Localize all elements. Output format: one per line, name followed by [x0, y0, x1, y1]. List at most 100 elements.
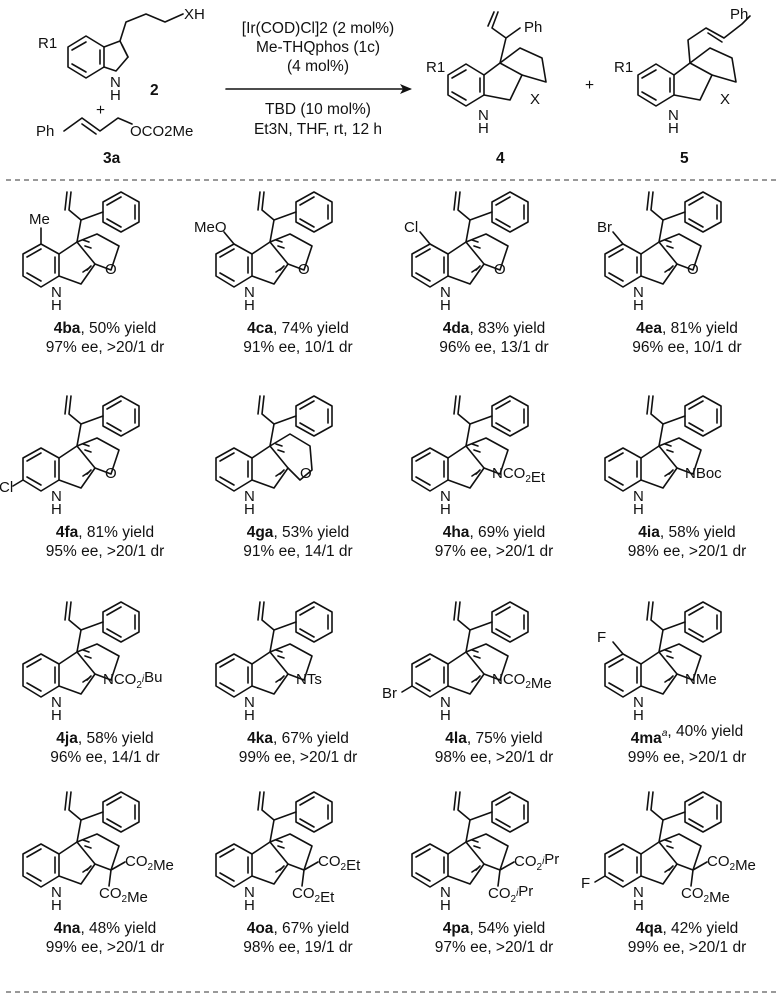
ring-nitrogen-label: NMe [685, 671, 717, 688]
aryl-substituent-label: Cl [404, 219, 418, 236]
product-entry: NH NBoc 4ia, 58% yield 98% ee, >20/1 dr [604, 395, 747, 560]
xh-label: XH [184, 6, 205, 23]
nh-h-label: H [440, 501, 451, 518]
nh-label: N [633, 488, 644, 505]
ester-label-1: CO2Et [318, 853, 361, 874]
nh-label: N [440, 284, 451, 301]
nh-h-label: H [51, 297, 62, 314]
ester-label-2: CO2iPr [488, 883, 533, 905]
entry-selectivity: 91% ee, 10/1 dr [243, 339, 352, 356]
entry-yield: 4ba, 50% yield [54, 320, 157, 337]
nh-h-label: H [633, 297, 644, 314]
condition-line-2: Me-THQphos (1c) [256, 39, 380, 56]
nh-h-label: H [633, 897, 644, 914]
nh-label: N [51, 284, 62, 301]
entry-yield: 4qa, 42% yield [636, 920, 739, 937]
nh-label: N [244, 284, 255, 301]
ring-oxygen-label: O [300, 465, 312, 482]
entry-selectivity: 98% ee, >20/1 dr [435, 749, 554, 766]
entry-selectivity: 97% ee, >20/1 dr [435, 543, 554, 560]
entry-selectivity: 96% ee, 13/1 dr [439, 339, 548, 356]
entry-yield: 4oa, 67% yield [247, 920, 350, 937]
nh-h-label: H [51, 501, 62, 518]
nh-label: N [51, 884, 62, 901]
nh-label: N [633, 884, 644, 901]
plus-sign: + [585, 77, 594, 94]
nh-h-label: H [633, 707, 644, 724]
nh-h-label: H [668, 120, 679, 137]
ester-label-2: CO2Me [681, 885, 730, 906]
aryl-substituent-label: Br [597, 219, 612, 236]
nh-h-label: H [244, 501, 255, 518]
ring-nitrogen-label: NCO2iBu [103, 669, 163, 691]
entry-selectivity: 99% ee, >20/1 dr [239, 749, 358, 766]
entry-yield: 4ia, 58% yield [638, 524, 735, 541]
entry-yield: 4ga, 53% yield [247, 524, 350, 541]
entry-selectivity: 96% ee, 14/1 dr [50, 749, 159, 766]
nh-label: N [633, 284, 644, 301]
ester-label-1: CO2iPr [514, 851, 559, 873]
nh-h-label: H [440, 297, 451, 314]
entry-selectivity: 99% ee, >20/1 dr [46, 939, 165, 956]
nh-h-label: H [51, 897, 62, 914]
entry-selectivity: 96% ee, 10/1 dr [632, 339, 741, 356]
nh-label: N [51, 488, 62, 505]
nh-h-label: H [633, 501, 644, 518]
entry-yield: 4pa, 54% yield [443, 920, 546, 937]
ester-label-2: CO2Et [292, 885, 335, 906]
product-entry: NH O 4ga, 53% yield 91% ee, 14/1 dr [215, 395, 353, 560]
nh-label: N [440, 884, 451, 901]
entry-yield: 4ea, 81% yield [636, 320, 738, 337]
aryl-substituent-label: Me [29, 211, 50, 228]
condition-line-5: Et3N, THF, rt, 12 h [254, 121, 382, 138]
nh-h-label: H [244, 297, 255, 314]
entry-selectivity: 98% ee, 19/1 dr [243, 939, 352, 956]
r1-label: R1 [38, 35, 57, 52]
ring-oxygen-label: O [494, 261, 506, 278]
condition-line-4: TBD (10 mol%) [265, 101, 371, 118]
aryl-substituent-label: Br [382, 685, 397, 702]
entry-selectivity: 97% ee, >20/1 dr [435, 939, 554, 956]
ring-nitrogen-label: NTs [296, 671, 322, 688]
r1-label: R1 [426, 59, 445, 76]
leaving-group-label: OCO2Me [130, 123, 193, 140]
condition-line-1: [Ir(COD)Cl]2 (2 mol%) [242, 20, 394, 37]
entry-yield: 4ha, 69% yield [443, 524, 546, 541]
ester-label-1: CO2Me [707, 853, 756, 874]
reaction-conditions: [Ir(COD)Cl]2 (2 mol%) Me-THQphos (1c) (4… [225, 20, 412, 138]
product-4: Ph X N H R1 4 [426, 11, 547, 167]
nh-label: N [244, 488, 255, 505]
nh-h-label: H [440, 897, 451, 914]
aryl-substituent-label: Cl [0, 479, 13, 496]
entry-selectivity: 99% ee, >20/1 dr [628, 749, 747, 766]
entry-selectivity: 98% ee, >20/1 dr [628, 543, 747, 560]
entry-yield: 4ka, 67% yield [247, 730, 349, 747]
nh-label: N [440, 488, 451, 505]
ester-label-1: CO2Me [125, 853, 174, 874]
ring-nitrogen-label: NCO2Et [492, 465, 546, 486]
nh-label: N [633, 694, 644, 711]
ester-label-2: CO2Me [99, 885, 148, 906]
ring-nitrogen-label: NBoc [685, 465, 722, 482]
ring-nitrogen-label: NCO2Me [492, 671, 552, 692]
plus-sign: + [96, 102, 105, 119]
product-entry: NH NCO2Et 4ha, 69% yield 97% ee, >20/1 dr [411, 395, 554, 560]
nh-h-label: H [110, 87, 121, 104]
aryl-substituent-label: F [581, 875, 590, 892]
phenyl-label: Ph [36, 123, 54, 140]
nh-h-label: H [440, 707, 451, 724]
nh-label: N [440, 694, 451, 711]
entry-selectivity: 91% ee, 14/1 dr [243, 543, 352, 560]
